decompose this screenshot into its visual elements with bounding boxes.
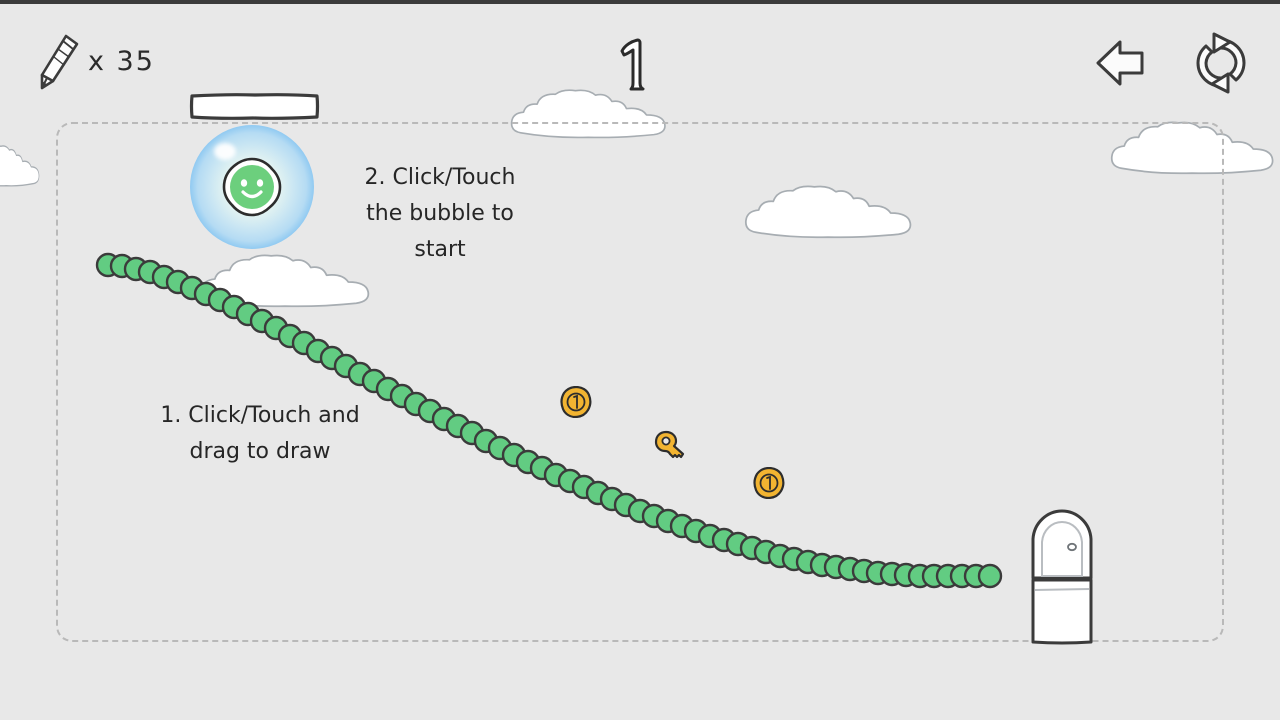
coin-item <box>753 466 785 500</box>
restart-button[interactable] <box>1186 28 1256 98</box>
top-edge-bar <box>0 0 1280 4</box>
ink-count-label: x 35 <box>88 46 155 77</box>
goal-door <box>1024 508 1100 646</box>
cloud <box>508 88 672 140</box>
key-item <box>654 430 690 460</box>
tip-draw-instruction: 1. Click/Touch and drag to draw <box>160 403 360 464</box>
player-bubble[interactable] <box>190 125 314 249</box>
back-button[interactable] <box>1090 32 1152 94</box>
cloud <box>742 184 918 240</box>
level-number <box>605 36 665 94</box>
cloud <box>198 253 376 309</box>
platform-bar <box>189 92 320 121</box>
bubble-highlight <box>214 143 236 160</box>
tip-start-instruction: 2. Click/Touch the bubble to start <box>364 165 516 262</box>
pencil-icon <box>36 32 82 92</box>
play-area-boundary <box>56 122 1224 642</box>
coin-item <box>560 385 592 419</box>
smiley-face-icon <box>221 156 283 218</box>
cloud <box>0 144 42 188</box>
